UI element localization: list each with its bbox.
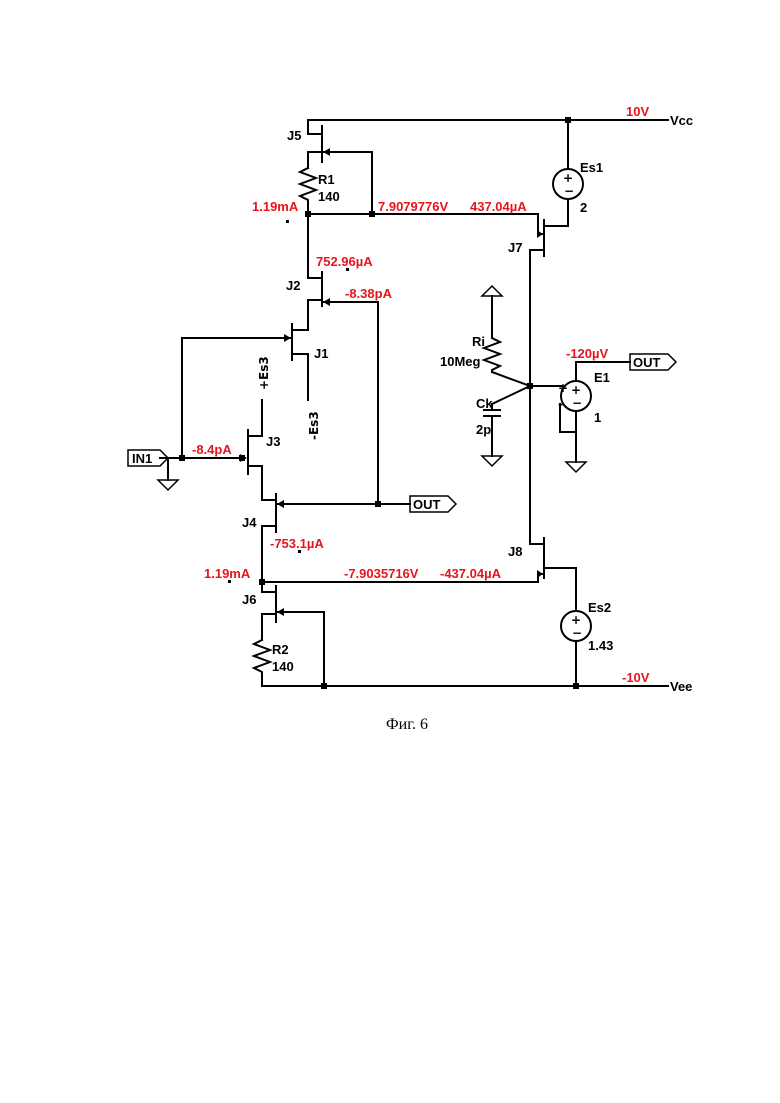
j7-label: J7 [508, 240, 522, 255]
svg-text:+: + [571, 383, 581, 397]
es1-label: Es1 [580, 160, 603, 175]
j3-label: J3 [266, 434, 280, 449]
input-current: -8.4pA [192, 442, 232, 457]
voltage-source-es1: + − [553, 120, 583, 226]
j1-label: J1 [314, 346, 328, 361]
j4-label: J4 [242, 515, 257, 530]
j8-current: -437.04µA [440, 566, 502, 581]
ground-symbol-e1 [566, 462, 586, 472]
resistor-r1 [300, 168, 316, 214]
j2-label: J2 [286, 278, 300, 293]
r1-label: R1 [318, 172, 335, 187]
figure-caption: Фиг. 6 [386, 716, 428, 733]
ground-symbol-ck [482, 456, 502, 466]
svg-text:+: + [563, 171, 573, 185]
es3-negative-label: -Es3 [307, 411, 321, 440]
j6-label: J6 [242, 592, 256, 607]
svg-text:-: - [558, 397, 563, 411]
supply-arrow-ri [482, 286, 502, 296]
out-middle-label: OUT [413, 497, 441, 512]
vee-label: Vee [670, 679, 692, 694]
svg-text:+: + [571, 613, 581, 627]
es2-label: Es2 [588, 600, 611, 615]
top-node-voltage: 7.9079776V [378, 199, 448, 214]
r1-value: 140 [318, 189, 340, 204]
output-voltage: -120µV [566, 346, 609, 361]
e1-label: E1 [594, 370, 610, 385]
es1-value: 2 [580, 200, 587, 215]
out-right-label: OUT [633, 355, 661, 370]
svg-text:+: + [558, 381, 568, 395]
in1-label: IN1 [132, 451, 152, 466]
j7-current: 437.04µA [470, 199, 527, 214]
svg-text:−: − [564, 184, 574, 198]
es3-positive-label: +Es3 [257, 356, 271, 390]
r2-current: 1.19mA [204, 566, 251, 581]
r2-value: 140 [272, 659, 294, 674]
bottom-node-voltage: -7.9035716V [344, 566, 419, 581]
svg-text:−: − [572, 626, 582, 640]
r2-label: R2 [272, 642, 289, 657]
vcc-voltage: 10V [626, 104, 649, 119]
resistor-ri [484, 296, 530, 386]
vee-voltage: -10V [622, 670, 650, 685]
jfet-j3 [240, 400, 262, 500]
jfet-j8 [530, 538, 576, 610]
voltage-source-es2: + − [561, 611, 591, 686]
j2-current: 752.96µA [316, 254, 373, 269]
jfet-j1 [182, 324, 308, 400]
ground-symbol-in [158, 480, 178, 490]
ck-value: 2p [476, 422, 491, 437]
j5-label: J5 [287, 128, 301, 143]
ri-value: 10Meg [440, 354, 481, 369]
ck-label: Ck [476, 396, 493, 411]
out-port-middle[interactable]: OUT [410, 496, 456, 512]
svg-text:−: − [572, 396, 582, 410]
j2-gate-current: -8.38pA [345, 286, 393, 301]
resistor-r2 [254, 640, 270, 686]
out-port-right[interactable]: OUT [630, 354, 676, 370]
j8-label: J8 [508, 544, 522, 559]
e1-gain: 1 [594, 410, 601, 425]
vcc-label: Vcc [670, 113, 693, 128]
es2-value: 1.43 [588, 638, 613, 653]
r1-current: 1.19mA [252, 199, 299, 214]
ri-label: Ri [472, 334, 485, 349]
jfet-j7 [530, 214, 568, 544]
j4-current: -753.1µA [270, 536, 324, 551]
